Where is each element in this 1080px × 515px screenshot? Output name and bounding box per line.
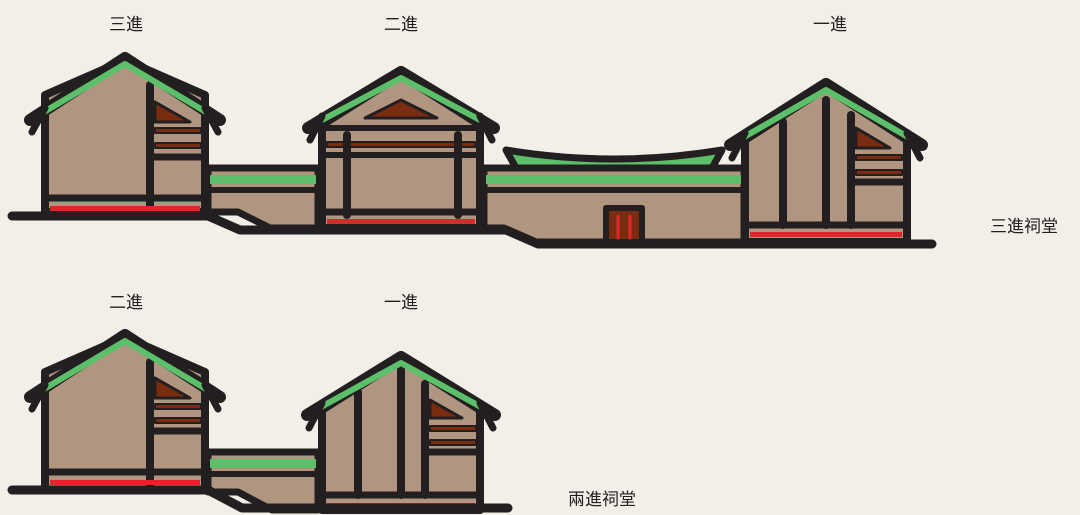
two-hall-rear-hall	[24, 329, 226, 494]
three-hall-title: 三進祠堂	[990, 217, 1058, 237]
gate-door	[603, 205, 645, 245]
label-second-hall-b: 二進	[109, 293, 143, 313]
two-hall-front-hall	[301, 351, 501, 514]
label-third-hall: 三進	[109, 15, 143, 35]
two-hall-ground-line	[7, 485, 513, 513]
three-hall-rear-hall	[24, 52, 226, 216]
label-first-hall: 一進	[813, 15, 847, 35]
two-hall-title: 兩進祠堂	[568, 490, 636, 510]
three-hall-front-hall	[724, 78, 928, 246]
label-first-hall-b: 一進	[384, 293, 418, 313]
three-hall-ground-line	[7, 211, 937, 249]
two-hall-temple: 二進 一進	[7, 293, 636, 514]
three-hall-temple: 三進 二進 一進	[7, 15, 1058, 249]
label-second-hall: 二進	[384, 15, 418, 35]
three-hall-middle-hall	[302, 66, 500, 232]
